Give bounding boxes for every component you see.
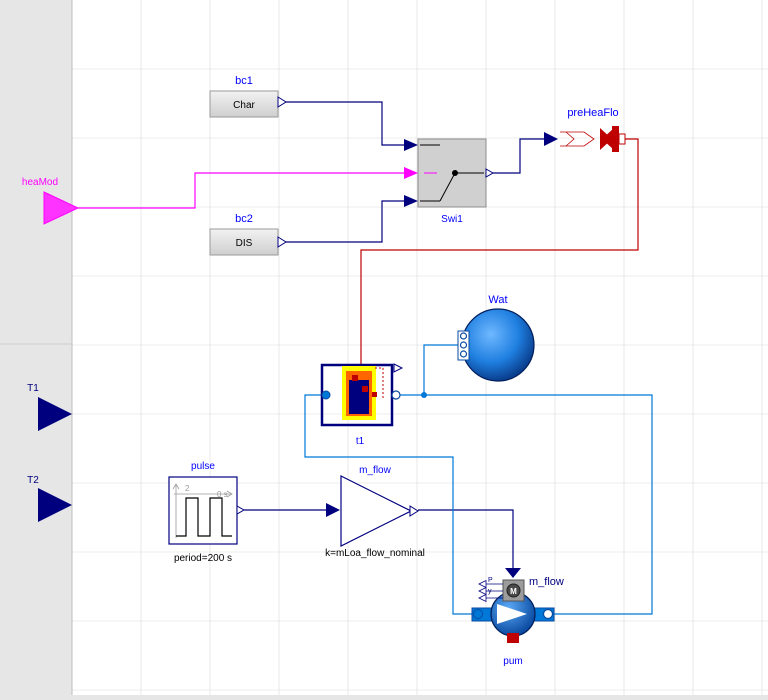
block-t1[interactable]: t1 [320,363,404,447]
preheaflo-label: preHeaFlo [567,107,618,119]
wire-bc1-to-swi1[interactable] [284,101,406,146]
preheaflo-arrow-right [602,128,614,150]
wire-swi1-to-preheaflo[interactable] [492,138,545,174]
mflow-gain-triangle [340,475,413,547]
mflow-gain-label: m_flow [359,465,391,476]
t1-heat-port-mid[interactable] [362,386,368,392]
pulse-box [168,476,238,545]
block-T1[interactable]: T1 [27,383,72,431]
pum-motor-letter: M [510,587,517,596]
pum-P-label: P [488,577,493,584]
bc1-box [209,90,279,118]
T2-label: T2 [27,475,39,486]
t1-fluid [349,380,369,414]
block-bc2[interactable]: bc2 DIS [209,213,287,256]
pulse-label: pulse [191,461,215,472]
t1-heat-port-top[interactable] [352,375,358,381]
t1-heat-port-side[interactable] [372,392,377,397]
mflow-gain-input-port[interactable] [326,503,340,517]
wire-preheaflo-to-t1[interactable] [360,138,639,378]
pulse-period-param: period=200 s [174,553,232,564]
swi1-input-u1-port[interactable] [404,139,418,151]
canvas-area [72,0,768,695]
wat-volume-icon [461,308,535,382]
block-heamod[interactable]: heaMod [22,177,80,225]
heamod-input-triangle[interactable] [43,191,80,225]
pum-P-output-port[interactable] [478,579,487,589]
block-wat[interactable]: Wat [457,294,535,382]
block-mflow-gain[interactable]: m_flow k=mLoa_flow_nominal [325,465,425,559]
swi1-switch-icon [420,144,484,202]
wire-bc2-to-swi1[interactable] [284,200,406,243]
connection-junction-dot [421,392,427,398]
swi1-input-u2-port[interactable] [404,167,418,179]
pulse-output-port[interactable] [236,505,246,515]
wat-port-2[interactable] [459,341,468,349]
bc1-value: Char [233,100,255,111]
preheaflo-input-port[interactable] [544,132,558,146]
bc2-box [209,228,279,256]
swi1-input-u3-port[interactable] [404,195,418,207]
pum-y-output-port-2[interactable] [478,593,487,603]
block-bc1[interactable]: bc1 Char [209,75,287,118]
T1-label: T1 [27,383,39,394]
preheaflo-port-cap [618,133,626,145]
pum-mflow-port-label: m_flow [529,576,564,588]
bc2-output-port[interactable] [277,236,287,248]
T2-output-triangle[interactable] [38,488,72,522]
t1-fluid-port-b[interactable] [391,390,401,400]
swi1-label: Swi1 [441,214,463,225]
t1-label: t1 [356,436,365,447]
pulse-waveform [176,497,232,537]
pum-impeller-icon [497,604,527,624]
bc1-output-port[interactable] [277,96,287,108]
wire-wat-to-t1[interactable] [423,344,462,395]
bc2-value: DIS [236,238,253,249]
wire-t1-left-to-pum[interactable] [304,394,478,615]
pum-fluid-port-b[interactable] [542,608,554,620]
block-preheaflo[interactable]: preHeaFlo [544,107,626,152]
wat-port-3[interactable] [459,350,468,358]
pum-heat-port[interactable] [507,633,519,643]
bc2-label: bc2 [235,213,253,225]
pum-y-label: y [488,588,492,595]
pum-motor-icon [506,583,521,598]
mflow-gain-output-port[interactable] [409,505,419,517]
pulse-axes [172,483,233,538]
mflow-gain-param: k=mLoa_flow_nominal [325,548,425,559]
pum-label: pum [503,656,522,667]
block-pum[interactable]: M m_flow P y pum [471,568,564,667]
swi1-output-port[interactable] [485,168,495,178]
preheaflo-arrow-outline [560,131,595,147]
bc1-label: bc1 [235,75,253,87]
pum-y-output-port[interactable] [478,586,487,596]
heamod-label: heaMod [22,177,58,188]
block-swi1[interactable]: Swi1 [404,138,495,225]
wat-port-1[interactable] [459,332,468,340]
pum-fluid-port-a[interactable] [473,609,483,619]
block-pulse[interactable]: pulse 2 0 s period=200 s [168,461,246,564]
block-T2[interactable]: T2 [27,475,72,522]
wat-label: Wat [488,294,507,306]
preheaflo-heat-port[interactable] [612,126,619,152]
pulse-icon-amplitude: 2 [185,484,190,493]
wire-mflow-to-pum[interactable] [418,509,514,570]
T1-output-triangle[interactable] [38,397,72,431]
wire-t1-right-to-pum[interactable] [398,394,653,615]
pum-mflow-input-port[interactable] [505,568,521,578]
t1-output-port[interactable] [393,363,404,373]
t1-fluid-port-a[interactable] [321,390,331,400]
wire-heamod-to-swi1[interactable] [78,172,406,209]
pulse-icon-time: 0 s [217,490,228,499]
